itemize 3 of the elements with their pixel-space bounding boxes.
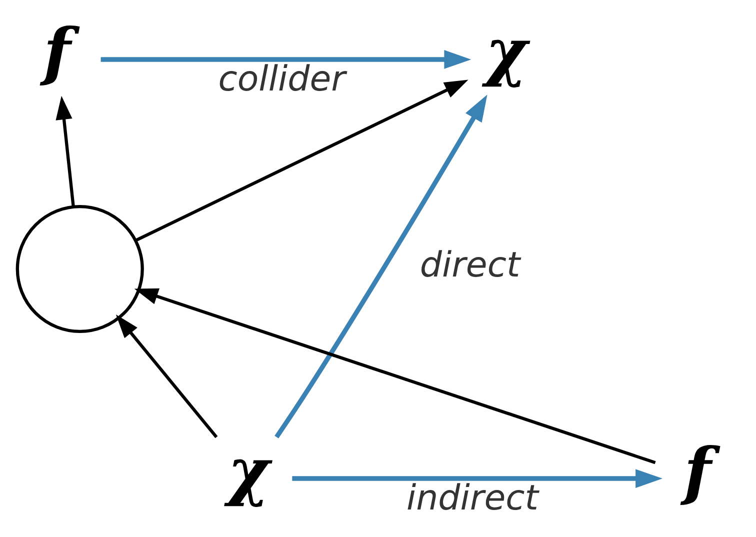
edge-label: collider <box>218 58 346 99</box>
edge-label: indirect <box>406 478 538 518</box>
edge-label: direct <box>420 244 520 285</box>
